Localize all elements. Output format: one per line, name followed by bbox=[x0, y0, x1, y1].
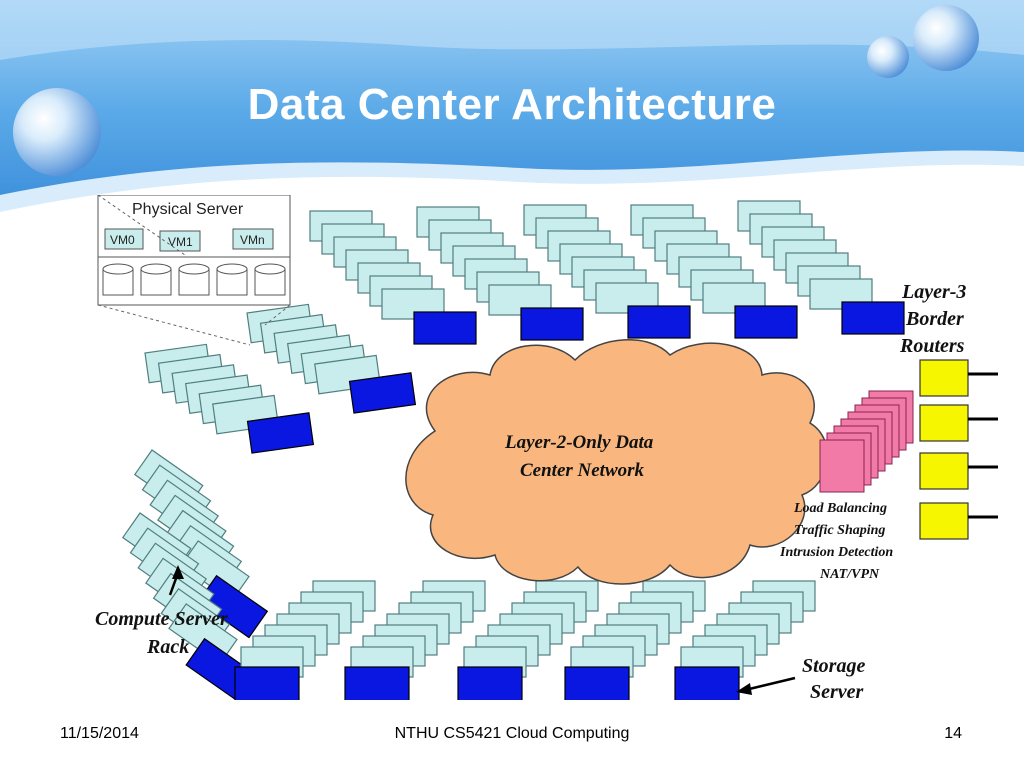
server-rack bbox=[457, 580, 599, 700]
vm-box bbox=[104, 228, 144, 250]
server-rack bbox=[133, 449, 269, 639]
top-of-rack-switch bbox=[457, 666, 523, 700]
border-router bbox=[919, 502, 969, 540]
storage-arrowhead bbox=[736, 683, 752, 695]
border-router bbox=[919, 452, 969, 490]
left-server-racks bbox=[121, 303, 417, 700]
middlebox-label: Traffic Shaping bbox=[794, 523, 885, 538]
middlebox-label: Intrusion Detection bbox=[779, 545, 893, 560]
vm-box bbox=[232, 228, 274, 250]
footer-date: 11/15/2014 bbox=[60, 725, 139, 742]
slide-title: Data Center Architecture bbox=[247, 80, 777, 129]
storage-arrow bbox=[744, 676, 796, 692]
router-label-line3: Routers bbox=[899, 335, 965, 357]
server-rack bbox=[564, 580, 706, 700]
cloud-label-line2: Center Network bbox=[520, 460, 645, 481]
storage-label-line2: Server bbox=[810, 681, 864, 700]
border-router bbox=[919, 404, 969, 442]
disk-icon-top bbox=[102, 263, 134, 275]
cloud-label-line1: Layer-2-Only Data bbox=[504, 432, 654, 453]
server-rack bbox=[737, 200, 905, 335]
data-center-diagram: Physical Server VM0 VM1 VMn Layer-2-Only… bbox=[95, 195, 998, 700]
middlebox-label: Load Balancing bbox=[793, 501, 887, 516]
router-label-line2: Border bbox=[905, 308, 964, 330]
disk-icon-top bbox=[140, 263, 172, 275]
server-blade bbox=[381, 288, 445, 320]
top-of-rack-switch bbox=[674, 666, 740, 700]
compute-rack-label-line2: Rack bbox=[146, 636, 189, 658]
storage-label-line1: Storage bbox=[802, 655, 865, 677]
physical-server-detail: Physical Server VM0 VM1 VMn bbox=[97, 195, 291, 346]
slide-header-banner bbox=[0, 0, 1024, 215]
top-of-rack-switch bbox=[413, 311, 477, 345]
top-of-rack-switch bbox=[348, 372, 417, 414]
vm-box bbox=[159, 230, 201, 252]
decorative-bubble-small bbox=[867, 36, 909, 78]
disk-row bbox=[102, 263, 286, 296]
disk-icon-top bbox=[254, 263, 286, 275]
top-server-racks bbox=[309, 200, 905, 345]
vm-label: VM0 bbox=[110, 233, 135, 247]
top-of-rack-switch bbox=[234, 666, 300, 700]
footer-page-number: 14 bbox=[944, 725, 962, 742]
decorative-bubble-left bbox=[13, 88, 101, 176]
top-of-rack-switch bbox=[520, 307, 584, 341]
disk-icon-top bbox=[178, 263, 210, 275]
compute-rack-label-line1: Compute Server bbox=[95, 608, 228, 630]
bottom-server-racks bbox=[234, 580, 816, 700]
server-rack bbox=[234, 580, 376, 700]
server-rack bbox=[121, 512, 257, 700]
top-of-rack-switch bbox=[841, 301, 905, 335]
border-routers bbox=[919, 359, 998, 540]
top-of-rack-switch bbox=[734, 305, 798, 339]
server-rack bbox=[630, 204, 798, 339]
footer-course: NTHU CS5421 Cloud Computing bbox=[394, 725, 630, 742]
server-rack bbox=[674, 580, 816, 700]
server-rack bbox=[309, 210, 477, 345]
physical-server-label: Physical Server bbox=[132, 201, 244, 218]
layer2-network-cloud bbox=[405, 339, 829, 585]
decorative-bubble-right bbox=[913, 5, 979, 71]
middlebox-unit bbox=[819, 439, 865, 493]
vm-label: VM1 bbox=[168, 235, 193, 249]
server-rack bbox=[523, 204, 691, 339]
disk-icon-top bbox=[216, 263, 248, 275]
middlebox-label: NAT/VPN bbox=[819, 567, 880, 582]
top-of-rack-switch bbox=[344, 666, 410, 700]
border-router bbox=[919, 359, 969, 397]
server-rack bbox=[416, 206, 584, 341]
vm-label: VMn bbox=[240, 233, 265, 247]
server-rack bbox=[344, 580, 486, 700]
router-label-line1: Layer-3 bbox=[901, 281, 966, 303]
server-rack bbox=[144, 343, 315, 454]
top-of-rack-switch bbox=[627, 305, 691, 339]
server-rack bbox=[246, 303, 417, 414]
top-of-rack-switch bbox=[246, 412, 315, 454]
top-of-rack-switch bbox=[564, 666, 630, 700]
middlebox-stack bbox=[819, 390, 914, 493]
compute-rack-arrowhead bbox=[172, 565, 184, 579]
